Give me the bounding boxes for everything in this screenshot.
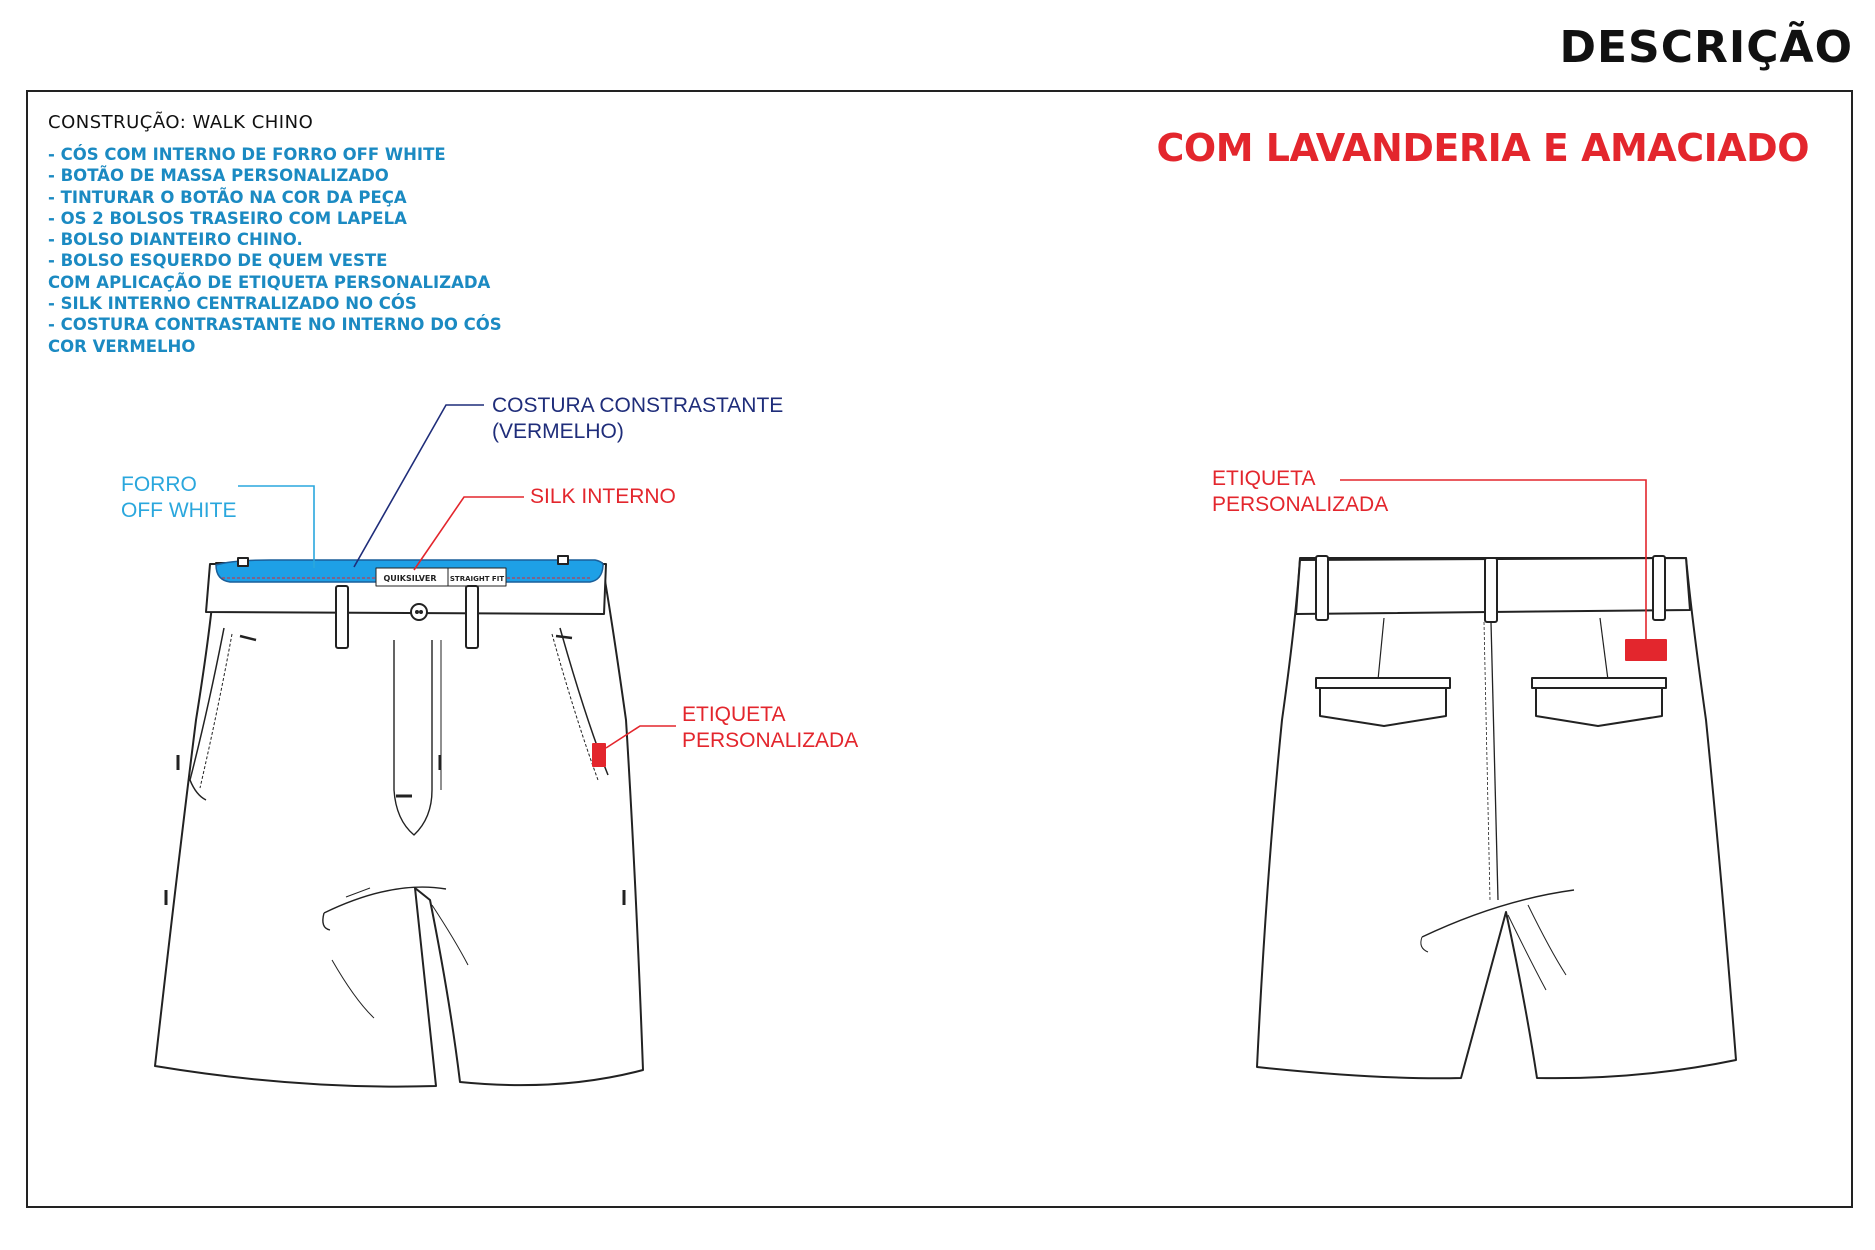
leader-etiqueta-front <box>605 725 676 749</box>
back-custom-label <box>1625 639 1667 661</box>
construction-title: CONSTRUÇÃO: WALK CHINO <box>48 112 314 133</box>
shorts-front-view: QUIKSILVER STRAIGHT FIT <box>154 555 644 1088</box>
spec-item: - SILK INTERNO CENTRALIZADO NO CÓS <box>48 294 417 314</box>
front-body-outline <box>154 562 644 1088</box>
leader-forro <box>238 485 315 568</box>
back-belt-loop <box>1652 555 1666 621</box>
front-belt-loop <box>335 585 349 649</box>
callout-etiqueta-front: ETIQUETA PERSONALIZADA <box>682 703 859 752</box>
front-fly <box>393 640 433 836</box>
construction-spec-list: - CÓS COM INTERNO DE FORRO OFF WHITE - B… <box>48 144 502 357</box>
leader-etiqueta-back <box>1340 479 1647 640</box>
shorts-back-view <box>1256 555 1737 1080</box>
back-belt-loop <box>1315 555 1329 621</box>
spec-item: - TINTURAR O BOTÃO NA COR DA PEÇA <box>48 187 407 207</box>
front-belt-loop <box>557 555 569 565</box>
page-title: DESCRIÇÃO <box>1559 22 1853 73</box>
spec-item: - BOLSO DIANTEIRO CHINO. <box>48 230 303 250</box>
back-pocket-welt-right <box>1531 677 1667 689</box>
callout-leaders <box>238 404 1647 749</box>
back-pocket-welt-left <box>1315 677 1451 689</box>
callout-forro: FORRO OFF WHITE <box>121 473 237 522</box>
spec-item: COR VERMELHO <box>48 336 196 356</box>
drawing-frame <box>26 90 1853 1208</box>
spec-item: - BOLSO ESQUERDO DE QUEM VESTE <box>48 251 388 271</box>
spec-item: COM APLICAÇÃO DE ETIQUETA PERSONALIZADA <box>48 272 491 292</box>
front-pocket-label <box>592 743 606 767</box>
callout-silk: SILK INTERNO <box>530 485 676 508</box>
spec-item: - COSTURA CONTRASTANTE NO INTERNO DO CÓS <box>48 315 502 335</box>
leader-costura <box>353 404 484 568</box>
spec-item: - OS 2 BOLSOS TRASEIRO COM LAPELA <box>48 208 407 228</box>
leader-silk <box>413 496 524 571</box>
back-pocket-flap-left <box>1319 687 1447 727</box>
wash-note: COM LAVANDERIA E AMACIADO <box>1156 126 1810 170</box>
front-pocket-left <box>189 627 225 801</box>
waistband-inner-label <box>375 567 507 587</box>
back-pocket-flap-right <box>1535 687 1663 727</box>
waistband-label-fit: STRAIGHT FIT <box>450 575 504 583</box>
callout-etiqueta-back: ETIQUETA PERSONALIZADA <box>1212 467 1389 516</box>
back-belt-loop <box>1484 557 1498 623</box>
front-belt-loop <box>465 585 479 649</box>
callout-costura: COSTURA CONSTRASTANTE (VERMELHO) <box>492 394 784 443</box>
spec-item: - BOTÃO DE MASSA PERSONALIZADO <box>48 166 389 186</box>
front-belt-loop <box>237 557 249 567</box>
spec-item: - CÓS COM INTERNO DE FORRO OFF WHITE <box>48 145 446 164</box>
waistband-label-brand: QUIKSILVER <box>383 574 436 583</box>
